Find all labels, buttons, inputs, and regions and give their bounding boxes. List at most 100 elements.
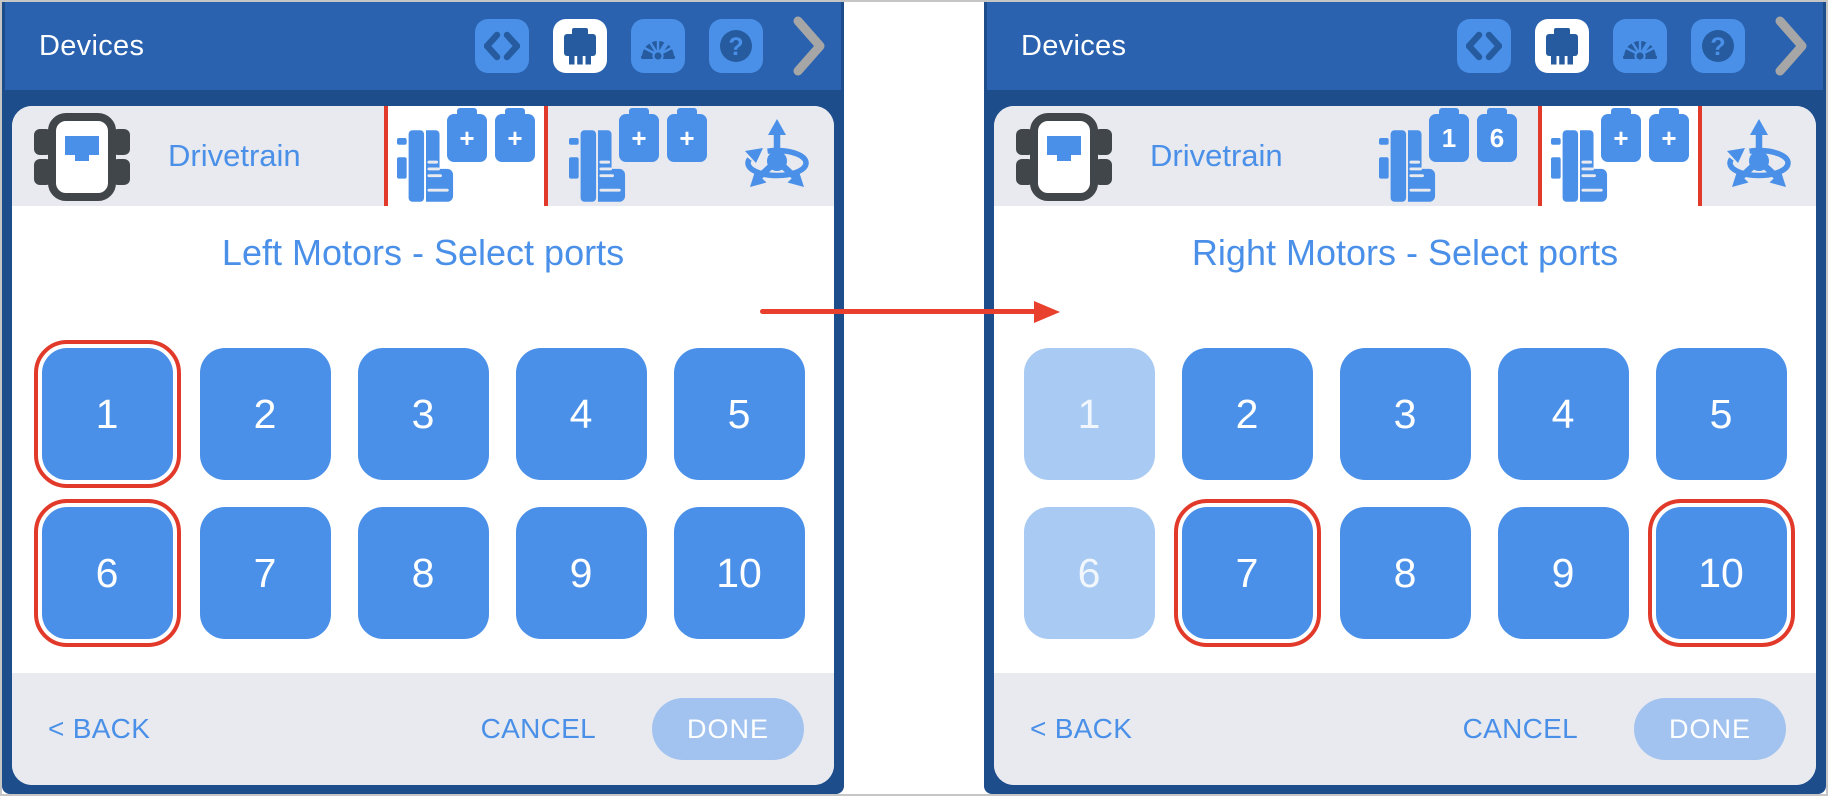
topbar: Devices bbox=[987, 2, 1823, 90]
port-button-5[interactable]: 5 bbox=[1655, 348, 1787, 480]
help-tab-button[interactable]: ? bbox=[1691, 19, 1745, 73]
arrow-line bbox=[760, 309, 1042, 314]
left-motors-group-button[interactable]: ++ bbox=[384, 106, 548, 213]
devices-tab-button[interactable] bbox=[1535, 19, 1589, 73]
drivetrain-label: Drivetrain bbox=[1150, 138, 1283, 173]
motor-port-badge: 1 bbox=[1429, 108, 1469, 162]
code-tab-button[interactable] bbox=[1457, 19, 1511, 73]
cancel-button[interactable]: CANCEL bbox=[1462, 713, 1578, 744]
topbar-title: Devices bbox=[39, 29, 145, 62]
code-icon bbox=[1466, 31, 1502, 61]
devices-tab-button[interactable] bbox=[553, 19, 607, 73]
svg-text:?: ? bbox=[1710, 33, 1725, 61]
port-button-2[interactable]: 2 bbox=[199, 348, 331, 480]
devices-panel-left: Devices bbox=[2, 2, 844, 794]
port-button-3[interactable]: 3 bbox=[357, 348, 489, 480]
port-button-6[interactable]: 6 bbox=[33, 499, 181, 647]
port-button-6: 6 bbox=[1023, 507, 1155, 639]
motor-port-badge: + bbox=[667, 108, 707, 162]
help-icon: ? bbox=[720, 30, 752, 62]
back-button[interactable]: < BACK bbox=[48, 713, 151, 744]
port-button-1[interactable]: 1 bbox=[33, 340, 181, 488]
drivetrain-robot-icon bbox=[34, 113, 130, 201]
motor-icon bbox=[1551, 130, 1608, 202]
topbar-icons: ? bbox=[475, 16, 825, 76]
port-button-4[interactable]: 4 bbox=[1497, 348, 1629, 480]
drivetrain-card: Drivetrain ++ bbox=[12, 106, 834, 785]
port-button-1: 1 bbox=[1023, 348, 1155, 480]
annotation-arrow-right bbox=[760, 301, 1060, 323]
motor-icon bbox=[569, 130, 626, 202]
motor-port-badge: + bbox=[1649, 108, 1689, 162]
right-motors-group-button[interactable]: ++ bbox=[1538, 106, 1702, 213]
port-button-10[interactable]: 10 bbox=[673, 507, 805, 639]
motor-port-badges: ++ bbox=[1601, 108, 1689, 162]
motor-port-badges: ++ bbox=[619, 108, 707, 162]
devices-panel-right: Devices bbox=[984, 2, 1826, 794]
devices-port-icon bbox=[564, 28, 596, 65]
port-button-2[interactable]: 2 bbox=[1181, 348, 1313, 480]
gyro-icon[interactable] bbox=[1724, 117, 1794, 195]
port-select-prompt: Right Motors - Select ports bbox=[1191, 232, 1619, 273]
topbar-title: Devices bbox=[1021, 29, 1127, 62]
cancel-button[interactable]: CANCEL bbox=[480, 713, 596, 744]
motor-icon bbox=[397, 130, 454, 202]
dashboard-tab-button[interactable] bbox=[631, 19, 685, 73]
panel-collapse-button[interactable] bbox=[1775, 16, 1807, 76]
drivetrain-label: Drivetrain bbox=[168, 138, 301, 173]
gyro-icon[interactable] bbox=[742, 117, 812, 195]
dashboard-tab-button[interactable] bbox=[1613, 19, 1667, 73]
port-button-7[interactable]: 7 bbox=[1173, 499, 1321, 647]
motor-icon bbox=[1379, 130, 1436, 202]
arrow-head bbox=[1034, 301, 1060, 323]
port-button-9[interactable]: 9 bbox=[515, 507, 647, 639]
help-tab-button[interactable]: ? bbox=[709, 19, 763, 73]
code-tab-button[interactable] bbox=[475, 19, 529, 73]
motor-port-badge: + bbox=[447, 108, 487, 162]
svg-text:?: ? bbox=[728, 33, 743, 61]
devices-port-icon bbox=[1546, 28, 1578, 65]
drivetrain-robot-icon bbox=[1016, 113, 1112, 201]
panel-collapse-button[interactable] bbox=[793, 16, 825, 76]
code-icon bbox=[484, 31, 520, 61]
footer-bar: < BACK CANCEL DONE bbox=[12, 673, 834, 785]
port-button-3[interactable]: 3 bbox=[1339, 348, 1471, 480]
port-button-10[interactable]: 10 bbox=[1647, 499, 1795, 647]
port-button-8[interactable]: 8 bbox=[1339, 507, 1471, 639]
done-button[interactable]: DONE bbox=[1634, 698, 1786, 760]
port-button-4[interactable]: 4 bbox=[515, 348, 647, 480]
motor-port-badge: + bbox=[619, 108, 659, 162]
topbar: Devices bbox=[5, 2, 841, 90]
motor-group-selector: ++ ++ bbox=[384, 106, 814, 213]
chevron-right-icon bbox=[793, 16, 825, 76]
port-button-9[interactable]: 9 bbox=[1497, 507, 1629, 639]
back-button[interactable]: < BACK bbox=[1030, 713, 1133, 744]
right-motors-group-button[interactable]: ++ bbox=[556, 106, 720, 213]
gauge-icon bbox=[641, 37, 675, 62]
drivetrain-header: Drivetrain ++ bbox=[12, 106, 834, 213]
port-button-5[interactable]: 5 bbox=[673, 348, 805, 480]
port-button-7[interactable]: 7 bbox=[199, 507, 331, 639]
chevron-right-icon bbox=[1775, 16, 1807, 76]
motor-port-badge: 6 bbox=[1477, 108, 1517, 162]
motor-port-badges: ++ bbox=[447, 108, 535, 162]
port-button-8[interactable]: 8 bbox=[357, 507, 489, 639]
motor-port-badge: + bbox=[495, 108, 535, 162]
done-button[interactable]: DONE bbox=[652, 698, 804, 760]
help-icon: ? bbox=[1702, 30, 1734, 62]
footer-bar: < BACK CANCEL DONE bbox=[994, 673, 1816, 785]
